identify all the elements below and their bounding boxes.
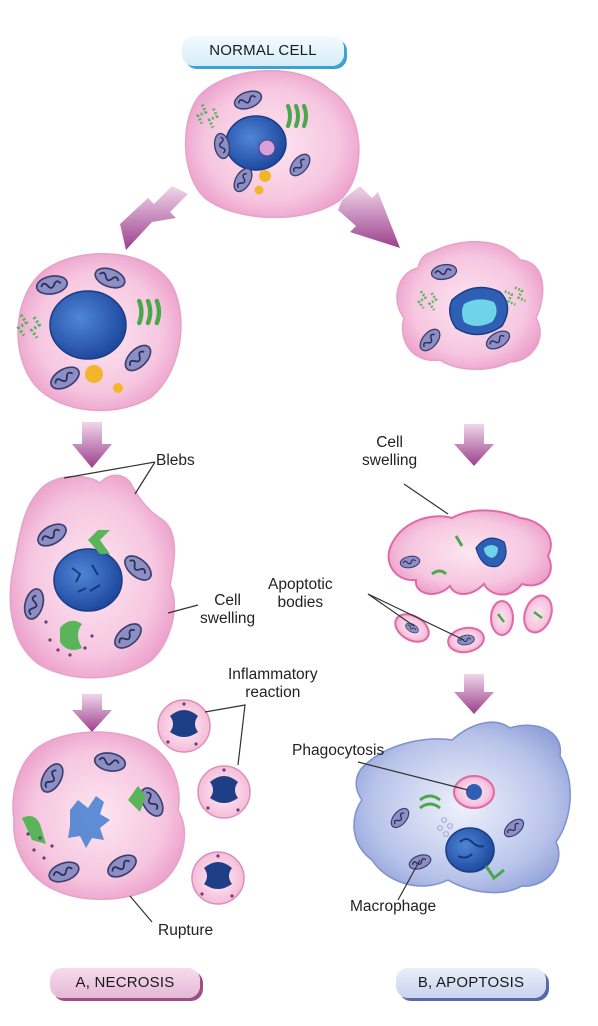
inflammatory-cell-1 — [157, 699, 211, 753]
macrophage-label: Macrophage — [350, 898, 437, 915]
apoptotic-bodies-leader — [367, 593, 465, 641]
arrow-apoptosis-1 — [454, 424, 494, 466]
cell-swelling-label-apoptosis: Cell swelling — [362, 434, 418, 469]
macrophage-leader — [397, 859, 421, 901]
necrosis-ruptured-cell — [12, 731, 186, 901]
phagocytosis-label: Phagocytosis — [292, 742, 385, 759]
cell-swelling-necrosis-leader — [167, 604, 199, 614]
blebs-leader — [63, 461, 156, 495]
inflammatory-leader — [204, 704, 246, 766]
normal-cell-title: NORMAL CELL — [182, 36, 344, 66]
apoptosis-fragmenting-cell — [387, 509, 552, 596]
necrosis-caption: A, NECROSIS — [50, 968, 200, 998]
arrow-to-apoptosis — [338, 186, 400, 248]
necrosis-bleb-cell — [9, 474, 176, 679]
arrow-to-necrosis — [120, 186, 188, 250]
apoptotic-bodies-label: Apoptotic bodies — [268, 576, 333, 611]
macrophage — [353, 721, 571, 894]
inflammatory-reaction-label: Inflammatory reaction — [228, 666, 318, 701]
rupture-label: Rupture — [158, 922, 214, 939]
phagocytosis-leader — [357, 761, 469, 791]
arrow-apoptosis-2 — [454, 674, 494, 714]
inflammatory-cell-3 — [191, 851, 245, 905]
arrow-necrosis-1 — [72, 422, 112, 468]
blebs-label: Blebs — [156, 452, 195, 469]
apoptosis-shrunken-cell — [396, 240, 544, 370]
normal-cell — [184, 69, 360, 219]
inflammatory-cell-2 — [197, 765, 251, 819]
necrosis-swollen-cell — [15, 253, 182, 412]
apoptotic-bodies — [394, 594, 553, 654]
cell-swelling-apoptosis-leader — [403, 483, 449, 515]
apoptosis-caption: B, APOPTOSIS — [396, 968, 546, 998]
cell-swelling-label-necrosis: Cell swelling — [200, 592, 256, 627]
rupture-leader — [129, 895, 153, 923]
arrow-necrosis-2 — [72, 694, 112, 732]
